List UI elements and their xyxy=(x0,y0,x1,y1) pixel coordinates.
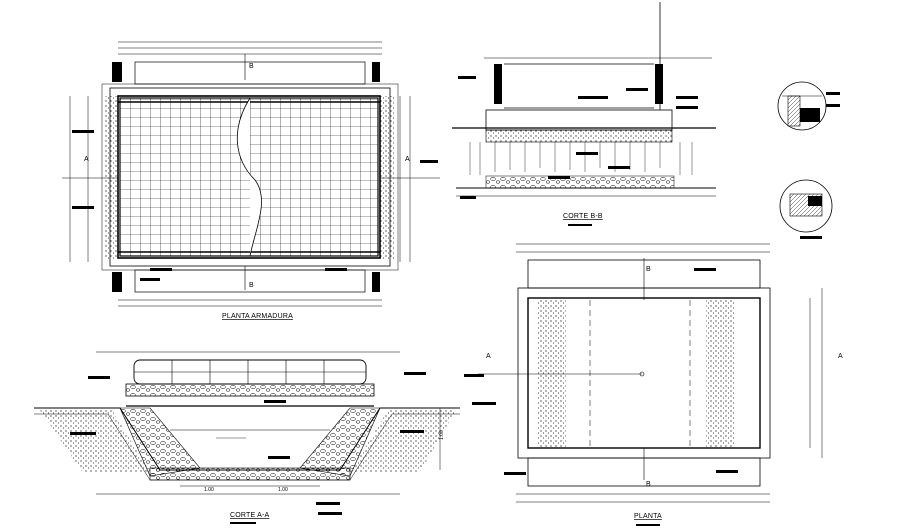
section-mark-b-planta-top: B xyxy=(646,266,651,273)
dimension-1: 1.00 xyxy=(204,487,214,493)
corte-bb-view xyxy=(452,2,716,226)
corte-aa-view xyxy=(34,351,460,524)
title-planta: PLANTA xyxy=(634,513,662,520)
title-corte-bb: CORTE B-B xyxy=(563,213,603,220)
dimension-3: 1.00 xyxy=(439,430,445,440)
section-mark-a-planta-right: A xyxy=(838,353,843,360)
planta-view xyxy=(464,243,823,526)
detail-circle-1 xyxy=(777,81,840,131)
title-corte-aa: CORTE A-A xyxy=(230,512,270,519)
section-mark-a-right: A xyxy=(405,156,410,163)
section-mark-b-bottom: B xyxy=(249,282,254,289)
title-planta-armadura: PLANTA ARMADURA xyxy=(222,313,293,320)
section-mark-b-planta-bottom: B xyxy=(646,481,651,488)
section-mark-b-top: B xyxy=(249,63,254,70)
planta-armadura-view xyxy=(62,41,440,307)
section-mark-a-planta-left: A xyxy=(486,353,491,360)
section-mark-a-left: A xyxy=(84,156,89,163)
dimension-2: 1.00 xyxy=(278,487,288,493)
detail-circle-2 xyxy=(779,179,833,239)
